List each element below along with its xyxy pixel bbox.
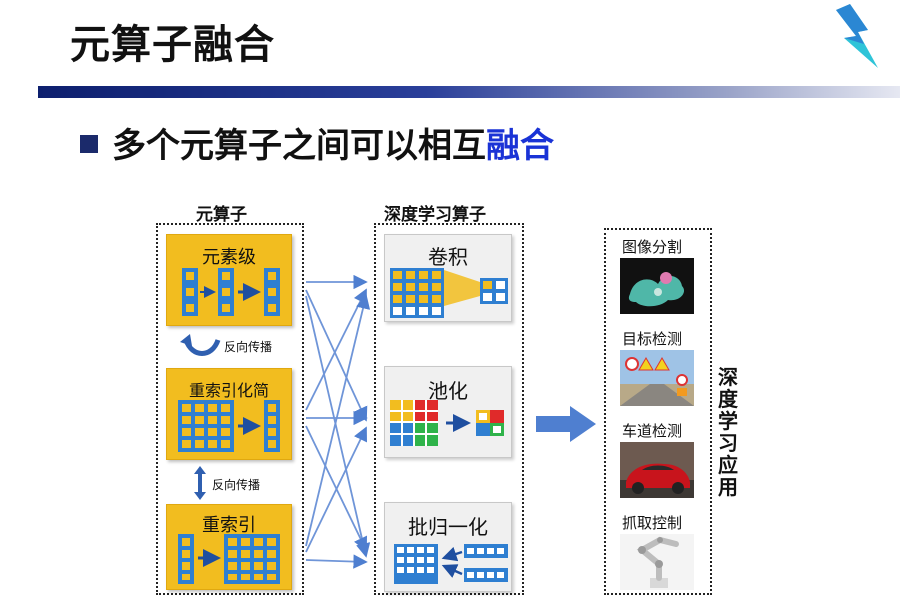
backprop-double-arrow-icon <box>194 466 206 500</box>
elementwise-diagram <box>182 268 280 316</box>
column-label-meta-ops: 元算子 <box>196 205 247 225</box>
meta-op-reindex-reduce-label: 重索引化简 <box>188 381 269 400</box>
app-image-grasp <box>620 534 694 590</box>
bullet-text-highlight: 融合 <box>486 126 554 166</box>
app-label-segmentation: 图像分割 <box>622 238 683 256</box>
slide-title: 元算子融合 <box>70 22 275 68</box>
reindex-diagram <box>178 534 280 584</box>
logo-icon <box>836 4 878 68</box>
column-label-dl-ops: 深度学习算子 <box>384 205 486 225</box>
meta-ops-container <box>156 223 304 595</box>
dl-op-batchnorm-label: 批归一化 <box>408 515 488 539</box>
app-image-detection <box>620 350 694 406</box>
app-label-lane: 车道检测 <box>622 422 683 440</box>
app-image-segmentation <box>620 258 694 314</box>
backprop-label-2: 反向传播 <box>212 478 261 492</box>
bullet-square-icon <box>80 135 98 153</box>
batchnorm-diagram <box>394 544 508 584</box>
meta-op-elementwise-label: 元素级 <box>202 247 256 268</box>
connection-lines <box>305 274 371 569</box>
pool-diagram <box>390 400 504 446</box>
conv-diagram <box>390 268 508 318</box>
bullet-text: 多个元算子之间可以相互融合 <box>112 118 554 167</box>
app-label-detection: 目标检测 <box>622 330 683 348</box>
apps-vertical-label: 深度学习应用 <box>718 365 738 499</box>
title-bar <box>38 86 900 98</box>
backprop-label-1: 反向传播 <box>224 340 273 354</box>
dl-ops-container <box>374 223 524 595</box>
dl-op-pool-label: 池化 <box>428 379 468 403</box>
app-label-grasp: 抓取控制 <box>622 514 683 532</box>
dl-op-conv-label: 卷积 <box>428 245 468 269</box>
apps-container <box>604 228 712 595</box>
bullet-text-main: 多个元算子之间可以相互 <box>112 126 486 166</box>
reindex-reduce-diagram <box>178 400 280 452</box>
app-image-lane <box>620 442 694 498</box>
right-arrow-icon <box>536 406 596 442</box>
meta-op-reindex-label: 重索引 <box>202 515 256 536</box>
